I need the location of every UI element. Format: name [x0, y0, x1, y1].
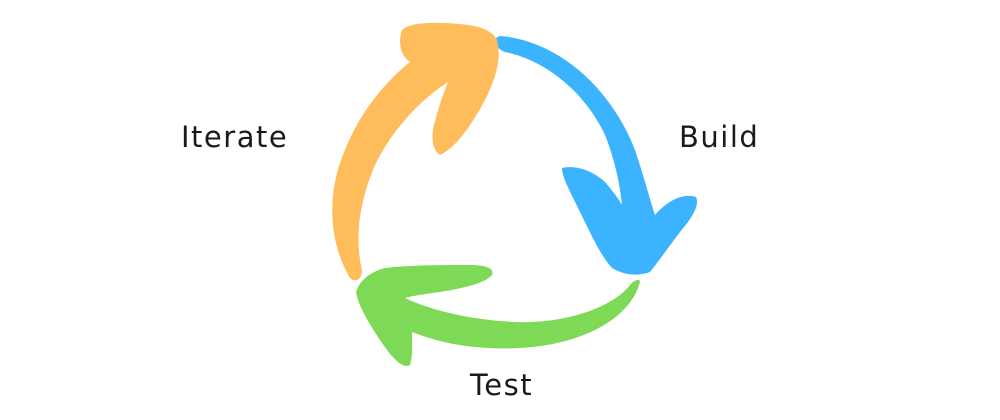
- label-iterate: Iterate: [181, 120, 289, 154]
- label-build: Build: [679, 120, 760, 154]
- build-arrow: [495, 36, 698, 275]
- iterate-arrow: [332, 22, 499, 281]
- label-test: Test: [470, 368, 534, 402]
- test-arrow: [356, 265, 640, 366]
